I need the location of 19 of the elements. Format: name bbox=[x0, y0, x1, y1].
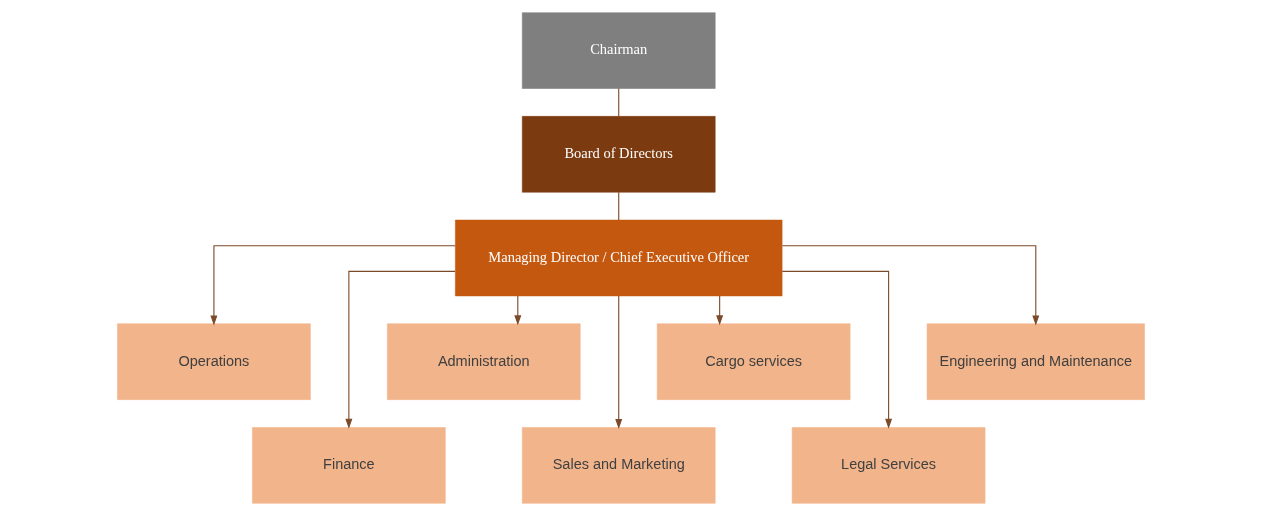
arrow bbox=[514, 295, 522, 326]
node-box: Finance bbox=[252, 427, 446, 504]
node-box: Engineering and Maintenance bbox=[926, 323, 1145, 400]
connector bbox=[618, 191, 620, 221]
node-box: Cargo services bbox=[656, 323, 851, 400]
node-box: Legal Services bbox=[791, 427, 986, 504]
node-box: Sales and Marketing bbox=[522, 427, 716, 504]
node-box: Operations bbox=[117, 323, 311, 400]
arrow bbox=[345, 270, 456, 429]
node-box: Chairman bbox=[522, 12, 716, 89]
arrow bbox=[781, 270, 893, 429]
arrow bbox=[716, 295, 724, 326]
arrow bbox=[210, 245, 456, 326]
node-box: Managing Director / Chief Executive Officer bbox=[455, 219, 783, 297]
arrow bbox=[615, 295, 623, 429]
connector bbox=[618, 88, 620, 117]
node-box: Administration bbox=[387, 323, 581, 400]
node-box: Board of Directors bbox=[522, 116, 716, 193]
arrow bbox=[781, 245, 1040, 326]
